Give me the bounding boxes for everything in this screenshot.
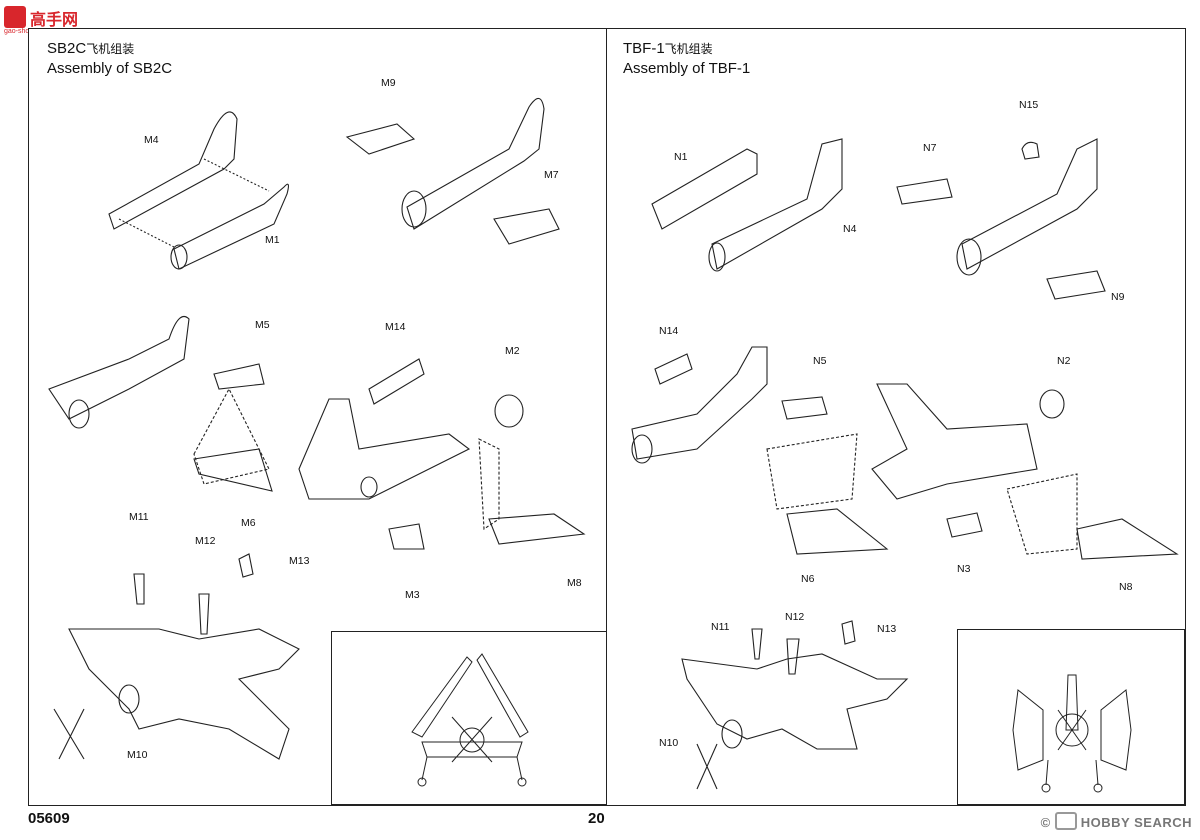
tbf1-title-en: Assembly of TBF-1 [623,60,751,77]
aircraft-fuselage-icon [631,346,889,555]
part-label: M9 [381,77,396,89]
aircraft-fuselage-icon [108,111,290,270]
folded-wing-aircraft-icon [411,653,529,787]
part-label: M8 [567,577,582,589]
site-logo-sub: gao-shou.com [4,28,49,35]
logo-mark-icon [4,6,26,28]
product-code: 05609 [28,810,70,827]
propeller-icon [696,743,718,790]
part-label: N2 [1057,355,1071,367]
part-label: M11 [129,511,149,523]
tbf1-code: TBF-1 [623,40,665,57]
watermark-symbol: © [1040,815,1051,830]
part-label: M2 [505,345,520,357]
part-label: M12 [195,535,216,547]
part-label: M5 [255,319,270,331]
part-label: N3 [957,563,971,575]
part-label: M6 [241,517,256,529]
propeller-icon [1057,709,1087,751]
part-label: N11 [711,621,730,633]
part-label: N12 [785,611,805,623]
folded-wing-aircraft-icon [1012,674,1132,793]
part-label: N8 [1119,581,1133,593]
tbf1-assembly-panel: TBF-1飞机组装 Assembly of TBF-1 [606,28,1186,806]
site-logo-text: 高手网 [30,10,79,29]
part-label: M1 [265,234,280,246]
wing-icon [48,315,273,492]
sb2c-title: SB2C飞机组装 Assembly of SB2C [47,39,172,78]
hobby-search-icon [1054,812,1077,830]
part-label: M3 [405,589,420,601]
part-label: N7 [923,142,937,154]
part-label: N10 [659,737,679,749]
propeller-icon [53,708,85,760]
page-number: 20 [588,810,605,827]
sb2c-drawings [48,97,586,760]
sb2c-folded-view-inset [331,631,607,805]
watermark-text: HOBBY SEARCH [1080,815,1192,830]
part-label: M13 [289,555,310,567]
sb2c-title-cn: 飞机组装 [86,42,135,56]
part-label: M4 [144,134,159,146]
aircraft-fuselage-icon [345,97,560,245]
part-label: M7 [544,169,559,181]
aircraft-fuselage-icon [896,138,1106,300]
aircraft-fuselage-icon [53,553,300,760]
part-label: N15 [1019,99,1039,111]
sb2c-assembly-panel: SB2C飞机组装 Assembly of SB2C [28,28,608,806]
propeller-icon [451,716,493,763]
part-label: N6 [801,573,815,585]
sb2c-title-en: Assembly of SB2C [47,60,173,77]
part-label: N4 [843,223,857,235]
part-label: N13 [877,623,897,635]
wing-icon [871,383,1179,560]
sb2c-code: SB2C [47,40,87,57]
hobby-search-watermark: © HOBBY SEARCH [1041,812,1192,830]
aircraft-fuselage-icon [681,620,909,790]
tbf1-drawings [631,138,1179,790]
part-label: M10 [127,749,148,761]
part-label: N14 [659,325,679,337]
aircraft-fuselage-icon [651,138,843,272]
part-label: M14 [385,321,406,333]
tbf1-title-cn: 飞机组装 [664,42,713,56]
tbf1-folded-view-inset [957,629,1185,805]
wing-icon [298,358,586,550]
tbf1-title: TBF-1飞机组装 Assembly of TBF-1 [623,39,750,78]
part-label: N5 [813,355,827,367]
part-label: N9 [1111,291,1125,303]
part-label: N1 [674,151,688,163]
site-logo: 高手网 gao-shou.com [4,6,80,36]
